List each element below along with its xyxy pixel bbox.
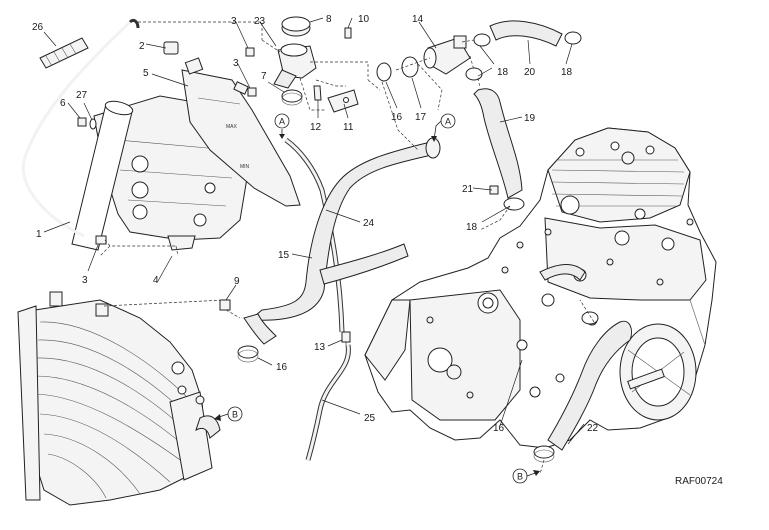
drawing-code: RAF00724 (675, 476, 723, 487)
callout-25: 25 (364, 413, 376, 424)
clamp-16-upper (376, 62, 392, 82)
clamp-18-d (503, 197, 525, 211)
callout-16-upper: 16 (391, 112, 403, 123)
engine-block (364, 127, 717, 449)
filler-cap (281, 16, 311, 37)
callout-18-c: 18 (561, 67, 573, 78)
svg-text:B: B (517, 472, 523, 482)
callout-8: 8 (326, 14, 332, 25)
callout-18-a: 18 (497, 67, 509, 78)
callout-3-lower: 3 (82, 275, 88, 286)
callout-7: 7 (261, 71, 267, 82)
clamp-engine (581, 311, 599, 325)
clamp-2 (163, 41, 179, 55)
svg-text:B: B (232, 410, 238, 420)
callout-26: 26 (32, 22, 44, 33)
filler-neck (273, 43, 317, 89)
hose-20 (489, 20, 563, 47)
clamp-18-a (473, 33, 491, 47)
ref-B-radiator: B (214, 406, 243, 422)
radiator (17, 291, 221, 506)
callout-9: 9 (234, 276, 240, 287)
callout-18-d: 18 (466, 222, 478, 233)
expansion-tank: MAX MIN (181, 57, 301, 207)
callout-12: 12 (310, 122, 322, 133)
clamp-16-b (533, 445, 555, 459)
callout-22: 22 (587, 423, 599, 434)
clamp-16-lower (237, 345, 259, 359)
callout-27: 27 (76, 90, 88, 101)
screw-6 (77, 117, 87, 127)
thermostat-housing (423, 35, 471, 75)
hose-22 (547, 320, 633, 451)
clamp-18-c (564, 31, 582, 45)
washer-27 (89, 118, 97, 130)
callout-5: 5 (143, 68, 149, 79)
hose-clamp-7 (281, 89, 303, 103)
o-ring-17 (401, 56, 419, 78)
callout-15: 15 (278, 250, 290, 261)
hose-19 (473, 88, 523, 199)
callout-19: 19 (524, 113, 536, 124)
clamp-18-b (465, 67, 483, 81)
callout-3-mid: 3 (233, 58, 239, 69)
clip-3-top (245, 47, 255, 57)
ref-A-tank: A (274, 113, 290, 139)
callout-21: 21 (462, 184, 474, 195)
callout-10: 10 (358, 14, 370, 25)
callout-24: 24 (363, 218, 375, 229)
callout-14: 14 (412, 14, 424, 25)
callout-11: 11 (343, 122, 354, 133)
callout-23: 23 (254, 16, 266, 27)
callout-1: 1 (36, 229, 42, 240)
svg-text:A: A (445, 117, 451, 127)
callout-6: 6 (60, 98, 66, 109)
callout-4: 4 (153, 275, 159, 286)
clip-3-lower (95, 235, 107, 245)
clip-13 (341, 331, 351, 343)
clip-9 (219, 299, 231, 311)
callout-17: 17 (415, 112, 427, 123)
ref-A-hose: A (431, 113, 456, 142)
callout-labels: 26 2 5 6 27 1 3 3 3 4 23 8 10 7 12 11 14… (32, 14, 599, 434)
callout-20: 20 (524, 67, 536, 78)
screw-10 (344, 27, 352, 39)
ref-B-engine: B (512, 468, 540, 484)
screw-12 (313, 85, 322, 101)
svg-text:A: A (279, 117, 285, 127)
callout-3-top: 3 (231, 16, 237, 27)
protective-sleeve-26 (39, 37, 89, 69)
tank-max-mark: MAX (226, 124, 238, 130)
callout-2: 2 (139, 41, 145, 52)
clip-3-mid (247, 87, 257, 97)
callout-13: 13 (314, 342, 326, 353)
tank-min-mark: MIN (240, 164, 250, 170)
callout-16-lower: 16 (276, 362, 288, 373)
bracket-11 (327, 89, 359, 113)
hose-15-end (425, 137, 441, 159)
callout-16-b: 16 (493, 423, 505, 434)
